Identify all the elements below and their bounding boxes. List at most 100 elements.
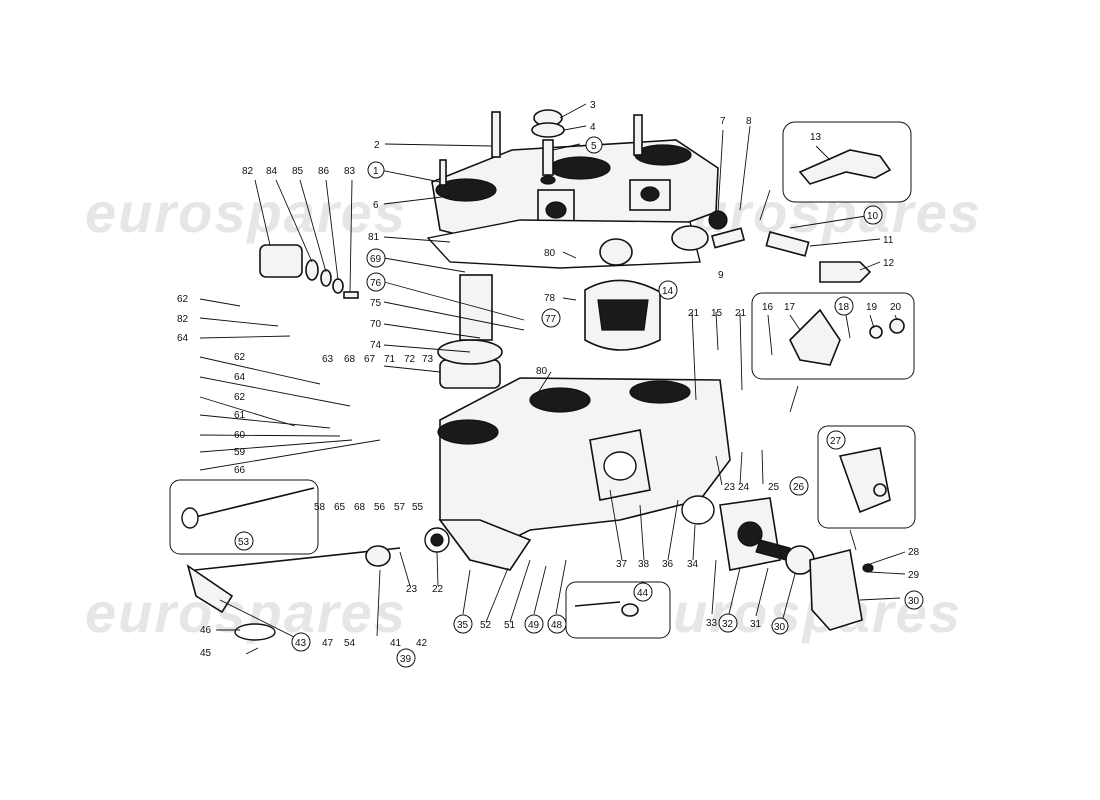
label-53: 54 <box>344 638 356 649</box>
label-34: 33 <box>706 618 718 629</box>
label-2: 2 <box>374 140 380 151</box>
inset-box-52 <box>169 479 319 555</box>
label-82: 82 <box>177 314 189 325</box>
label-83: 82 <box>242 166 254 177</box>
label-80a: 80 <box>544 248 556 259</box>
label-54: 55 <box>412 502 424 513</box>
label-47: 47 <box>322 638 334 649</box>
watermark-bottom-right: eurospares <box>640 581 962 644</box>
label-29: 29 <box>908 570 920 581</box>
label-31-circle <box>771 617 789 635</box>
label-13: 13 <box>810 132 822 143</box>
label-58: 59 <box>234 447 246 458</box>
label-10-circle <box>863 205 883 225</box>
label-14: 14 <box>662 286 674 297</box>
label-43-circle <box>291 632 311 652</box>
label-44-circle <box>633 582 653 602</box>
spindle-inset-52 <box>181 487 315 529</box>
label-73: 72 <box>404 354 416 365</box>
label-86: 85 <box>292 166 304 177</box>
accelerator-pump <box>589 429 815 575</box>
label-24b: 24 <box>738 482 750 493</box>
label-49-circle <box>524 614 544 634</box>
label-52-circle <box>234 531 254 551</box>
label-60: 61 <box>234 410 246 421</box>
label-72: 71 <box>384 354 396 365</box>
label-70: 69 <box>370 254 382 265</box>
label-14-circle <box>658 280 678 300</box>
label-16: 16 <box>762 302 774 313</box>
label-18: 18 <box>838 302 850 313</box>
inset-44-part <box>574 601 639 617</box>
label-15: 15 <box>711 308 723 319</box>
label-28: 28 <box>908 547 920 558</box>
label-5: 5 <box>591 141 597 152</box>
label-3: 3 <box>590 100 596 111</box>
label-1: 1 <box>373 166 379 177</box>
label-85: 84 <box>266 166 278 177</box>
label-81: 81 <box>368 232 380 243</box>
label-36-circle <box>453 614 473 634</box>
label-23b: 23 <box>724 482 736 493</box>
label-41: 41 <box>390 638 402 649</box>
leader-lines <box>199 103 906 655</box>
label-33: 32 <box>722 619 734 630</box>
part-labels: 82 84 85 86 83 1 2 3 4 5 6 7 8 13 10 11 … <box>177 100 924 668</box>
label-18-circle <box>834 296 854 316</box>
label-23a: 22 <box>432 584 444 595</box>
label-51: 52 <box>480 620 492 631</box>
label-31: 30 <box>774 622 786 633</box>
label-35: 34 <box>687 559 699 570</box>
label-37: 36 <box>662 559 674 570</box>
label-69: 68 <box>344 354 356 365</box>
label-38: 37 <box>616 559 628 570</box>
label-52: 53 <box>238 537 250 548</box>
label-6: 6 <box>373 200 379 211</box>
label-11: 11 <box>883 235 894 246</box>
label-78-circle <box>541 308 561 328</box>
label-44: 44 <box>637 588 649 599</box>
label-19: 19 <box>866 302 878 313</box>
pump-cover <box>809 549 874 631</box>
label-22: 21 <box>688 308 700 319</box>
carburetor-body <box>424 274 731 571</box>
label-33-circle <box>718 613 738 633</box>
label-24a: 23 <box>406 584 418 595</box>
label-50: 51 <box>504 620 516 631</box>
throttle-spindle <box>186 545 401 641</box>
label-62b: 62 <box>234 352 246 363</box>
label-20: 20 <box>890 302 902 313</box>
label-17: 17 <box>784 302 796 313</box>
label-79: 78 <box>544 293 556 304</box>
label-1-circle <box>367 161 385 179</box>
solenoid-valve <box>259 244 359 299</box>
label-26: 26 <box>793 482 805 493</box>
watermark-top: eurospares <box>85 181 407 244</box>
label-77: 76 <box>370 278 382 289</box>
float-chamber <box>584 279 661 351</box>
label-25: 25 <box>768 482 780 493</box>
label-49: 49 <box>528 620 540 631</box>
label-80b: 80 <box>536 366 548 377</box>
label-12: 12 <box>883 258 895 269</box>
label-48-circle <box>547 614 567 634</box>
label-46: 46 <box>200 625 212 636</box>
label-70-circle <box>366 248 386 268</box>
label-64b: 64 <box>234 372 246 383</box>
label-5-circle <box>585 136 603 154</box>
label-67: 68 <box>354 502 366 513</box>
inset-box-44 <box>565 581 671 639</box>
label-40: 39 <box>400 654 412 665</box>
filter-cap-assembly <box>531 109 565 185</box>
label-74: 73 <box>422 354 434 365</box>
label-76: 75 <box>370 298 382 309</box>
label-27: 27 <box>830 436 842 447</box>
label-39: 38 <box>638 559 650 570</box>
label-59: 60 <box>234 430 246 441</box>
label-48: 48 <box>551 620 563 631</box>
label-10: 10 <box>867 211 879 222</box>
label-36: 35 <box>457 620 469 631</box>
label-57: 58 <box>314 502 326 513</box>
label-45: 45 <box>200 648 212 659</box>
